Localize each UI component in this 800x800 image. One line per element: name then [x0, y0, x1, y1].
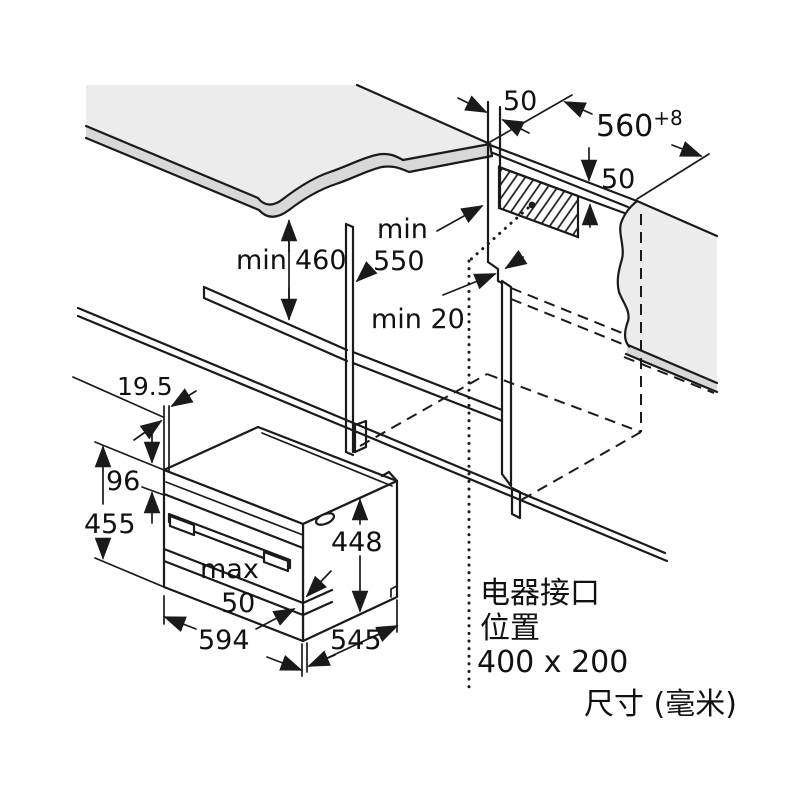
dim-label-niche-width: 560+8	[596, 106, 683, 144]
oven-side-grip	[314, 512, 336, 526]
dim-top-gap-50: 50	[457, 86, 537, 137]
dim-label-bottom-gap-prefix: max	[200, 554, 259, 585]
oven	[162, 425, 399, 643]
dim-arrow	[255, 608, 296, 630]
dim-door-overhang-19-5: 19.5	[72, 372, 197, 472]
electrical-note-line2: 位置	[480, 611, 540, 646]
dim-arrow	[355, 261, 378, 283]
dim-arrow	[436, 205, 484, 232]
dim-label-niche-height: 460	[295, 245, 347, 276]
dim-label-appliance-width: 594	[198, 625, 250, 656]
dim-extension	[72, 376, 170, 472]
right-panel-top-edge	[635, 199, 719, 238]
dim-arrow	[163, 616, 197, 633]
oven-top-rear-band	[261, 432, 393, 487]
right-niche-panel	[500, 279, 513, 488]
dim-body-height-448: 448	[331, 498, 383, 613]
dim-label-body-depth: 545	[330, 625, 382, 656]
oven-door-bottom-line-2	[162, 559, 334, 617]
dim-niche-height-460: min 460	[236, 219, 347, 321]
hidden-edge-shelf-rear-2	[510, 298, 631, 348]
electrical-position: 电器接口 位置 400 x 200	[467, 206, 628, 690]
dim-arrow	[563, 101, 593, 118]
dim-label-vent-depth: 50	[601, 164, 635, 195]
worktop-back-edge	[355, 83, 492, 146]
oven-top-corner-notch	[380, 470, 399, 483]
worktop-front-edge	[84, 124, 492, 206]
dim-arrow	[504, 250, 528, 270]
dim-arrow	[442, 273, 497, 296]
dim-label-niche-depth: 550	[373, 246, 425, 277]
dim-label-control-panel: 96	[106, 466, 140, 497]
dim-arrow	[266, 655, 303, 671]
vent-hatch	[497, 165, 580, 239]
dim-label-bottom-gap: 50	[221, 588, 255, 619]
dim-vent-depth-50: 50	[580, 147, 635, 228]
cutout-front-edge-2	[491, 151, 630, 209]
worktop-bottom-edge	[84, 136, 494, 218]
right-panel-surface	[617, 201, 717, 383]
dim-rear-gap-min20: min 20	[371, 250, 528, 335]
dim-body-depth-545: 545	[306, 599, 399, 673]
cutout-front-edge	[488, 143, 639, 203]
worktop-top-surface	[86, 85, 490, 205]
cabinet-carcass	[76, 214, 715, 563]
hidden-edge-bottom-right	[515, 431, 642, 504]
dim-label-body-height: 448	[331, 527, 383, 558]
units-note: 尺寸 (毫米)	[584, 687, 737, 722]
dim-extension	[141, 486, 165, 496]
oven-handle-bracket-left	[168, 514, 196, 537]
right-panel-bottom-band	[626, 345, 717, 392]
dim-label-niche-depth-prefix: min	[377, 214, 428, 245]
electrical-note-line1: 电器接口	[480, 576, 600, 611]
dim-appliance-height-455: 455	[84, 441, 165, 588]
hidden-edge-bottom-left	[359, 373, 488, 447]
dim-arrow	[133, 419, 163, 441]
dim-label-top-gap: 50	[503, 86, 537, 117]
worktop-left	[84, 83, 494, 218]
dim-arrow	[671, 141, 703, 157]
side-panel-right	[616, 199, 719, 394]
hidden-edge-shelf-rear-1	[510, 287, 628, 336]
dim-arrow	[305, 570, 332, 598]
dim-bottom-gap-max50: max 50	[200, 554, 332, 630]
oven-control-panel-line	[162, 492, 305, 550]
dim-label-appliance-height: 455	[84, 509, 136, 540]
oven-handle-bracket-right	[262, 550, 290, 573]
dim-label-door-overhang: 19.5	[117, 372, 173, 401]
shelf-front-right	[351, 350, 504, 423]
hidden-edge-bottom-rear	[486, 373, 642, 433]
right-panel-break-edge	[616, 199, 639, 347]
dim-extension	[489, 94, 710, 200]
oven-side-rear-step	[390, 585, 398, 598]
hidden-edge-behind-panel	[623, 356, 715, 394]
oven-door-top-edge	[165, 481, 304, 536]
electrical-note-line3: 400 x 200	[477, 645, 628, 680]
dim-label-niche-height-prefix: min	[236, 245, 287, 276]
top-cutout	[486, 100, 639, 264]
dim-arrow	[307, 650, 336, 667]
dim-appliance-width-594: 594	[163, 595, 303, 677]
dim-label-rear-gap: min 20	[371, 304, 465, 335]
electrical-point-marker	[528, 201, 536, 209]
rear-gap-step	[486, 260, 504, 285]
cabinet-floor-edge	[76, 306, 669, 563]
dim-arrow	[457, 95, 488, 113]
dim-control-panel-96: 96	[106, 429, 165, 524]
dim-niche-width-560: 560+8	[489, 94, 710, 200]
dim-niche-depth-550: min 550	[355, 205, 484, 283]
dim-arrow	[370, 625, 399, 643]
left-side-panel	[344, 222, 355, 457]
dim-arrow	[170, 388, 197, 407]
shelf-front-left	[202, 285, 349, 363]
